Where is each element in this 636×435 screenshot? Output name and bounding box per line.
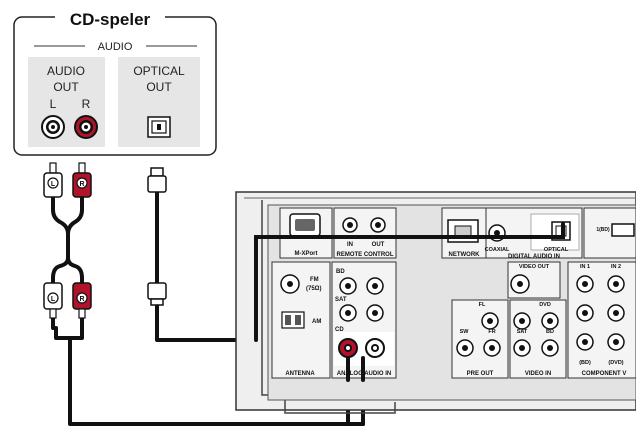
- rca-plug-upper-left: L: [43, 162, 63, 198]
- analog-cd-label: CD: [335, 327, 344, 333]
- optical-jack: [147, 116, 171, 138]
- optical-out-line1: OPTICAL: [133, 64, 185, 78]
- remote-control-label: REMOTE CONTROL: [337, 252, 394, 258]
- pre-out-sw-label: SW: [460, 329, 470, 335]
- digital-audio-in-label: DIGITAL AUDIO IN: [508, 254, 560, 260]
- pre-out-fl-label: FL: [479, 302, 486, 308]
- audio-out-line2: OUT: [53, 80, 79, 94]
- analog-bd-label: BD: [336, 269, 345, 275]
- video-in-dvd-label: DVD: [539, 302, 551, 308]
- am-label: AM: [312, 319, 321, 325]
- cd-player-title: CD-speler: [70, 10, 151, 29]
- rca-cable-lower-right: [66, 256, 84, 285]
- rca-cable-upper-right: [66, 193, 84, 236]
- audio-out-right-label: R: [82, 97, 91, 111]
- plug-upper-left-label: L: [51, 181, 56, 188]
- analog-sat-label: SAT: [335, 297, 347, 303]
- component-in1-label: IN 1: [580, 264, 590, 270]
- rca-jack-left: [41, 115, 65, 139]
- video-in-sat-label: SAT: [517, 329, 528, 335]
- remote-in-label: IN: [347, 242, 353, 248]
- video-in-bd-label: BD: [546, 329, 554, 335]
- analog-jacks: [339, 277, 384, 322]
- fm-label: FM: [310, 277, 319, 283]
- video-in-panel: [509, 299, 567, 379]
- rca-plug-lower-right: R: [72, 282, 92, 319]
- video-out-label: VIDEO OUT: [519, 264, 550, 270]
- hdmi-bd-label: 1(BD): [596, 227, 610, 233]
- mxport-label: M-XPort: [295, 251, 318, 257]
- component-video-label: COMPONENT V: [582, 371, 627, 377]
- network-label: NETWORK: [449, 252, 481, 258]
- optical-in-label: OPTICAL: [544, 247, 569, 253]
- cable-overlay: [254, 222, 565, 382]
- fm-ohm-label: (75Ω): [306, 286, 321, 292]
- rca-plug-upper-right: R: [72, 162, 92, 198]
- receiver: M-XPort IN OUT REMOTE CONTROL NETWORK CO…: [235, 191, 636, 414]
- pre-out-label: PRE OUT: [467, 371, 494, 377]
- rca-plug-lower-left: L: [43, 282, 63, 319]
- plug-lower-right-label: R: [79, 296, 84, 303]
- audio-section-label: AUDIO: [98, 41, 133, 53]
- rca-jack-right: [74, 115, 98, 139]
- rca-cable-to-receiver-white: [51, 314, 365, 426]
- video-in-label: VIDEO IN: [525, 371, 551, 377]
- plug-upper-right-label: R: [79, 181, 84, 188]
- remote-panel: [333, 207, 397, 259]
- optical-plug-bottom: [147, 282, 167, 306]
- rca-cable-join: [68, 314, 84, 340]
- plug-lower-left-label: L: [51, 296, 56, 303]
- antenna-label: ANTENNA: [285, 371, 315, 377]
- cd-player: CD-speler AUDIO AUDIO OUT L R OPTICAL OU…: [13, 7, 217, 156]
- audio-out-left-label: L: [50, 97, 57, 111]
- audio-out-line1: AUDIO: [47, 64, 85, 78]
- pre-out-fr-label: FR: [488, 329, 495, 335]
- rca-cable-upper-left: [51, 193, 70, 252]
- component-in2-label: IN 2: [611, 264, 621, 270]
- coaxial-label: COAXIAL: [485, 247, 510, 253]
- remote-out-label: OUT: [372, 242, 385, 248]
- component-dvd-label: (DVD): [608, 360, 623, 366]
- optical-out-line2: OUT: [146, 80, 172, 94]
- optical-plug-top: [147, 167, 167, 193]
- pre-out-panel: [451, 299, 509, 379]
- rca-cable-lower-left: [51, 248, 70, 285]
- title-mask: [55, 7, 165, 29]
- component-bd-label: (BD): [579, 360, 591, 366]
